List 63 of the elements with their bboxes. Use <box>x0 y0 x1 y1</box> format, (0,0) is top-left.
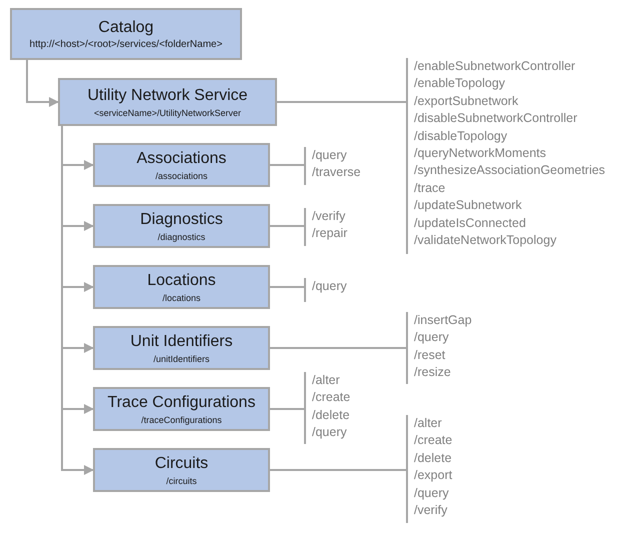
operation-name: /trace <box>414 180 446 197</box>
connector-line <box>270 164 304 166</box>
connector-line <box>270 408 304 410</box>
operation-name: /updateIsConnected <box>414 214 527 232</box>
arrow <box>26 60 59 107</box>
resource-path: /locations <box>162 292 201 304</box>
unit-identifiers-box <box>93 326 270 370</box>
circuits-box <box>93 448 270 492</box>
catalog-box <box>10 8 242 60</box>
operation-name: /export <box>414 467 454 484</box>
operation-name: /reset <box>414 346 446 364</box>
operation-name: /query <box>312 147 348 164</box>
resource-title: Circuits <box>154 454 208 472</box>
resource-title: Locations <box>147 270 216 290</box>
resource-path: /diagnostics <box>158 230 206 242</box>
operation-name: /insertGap <box>414 312 473 329</box>
operation-name: /enableSubnetworkController <box>414 58 576 75</box>
operation-name: /enableTopology <box>414 75 506 92</box>
operation-name: /create <box>414 432 454 450</box>
operation-name: /updateSubnetwork <box>414 197 523 214</box>
operation-name: /disableTopology <box>414 128 508 145</box>
resource-title: Catalog <box>98 18 154 36</box>
operation-name: /traverse <box>312 164 362 182</box>
operation-name: /resize <box>414 364 452 382</box>
operation-name: /synthesizeAssociationGeometries <box>414 162 606 180</box>
operation-name: /exportSubnetwork <box>414 92 520 110</box>
resource-path: <serviceName>/UtilityNetworkServer <box>94 106 242 118</box>
resource-title: Diagnostics <box>140 210 223 228</box>
resource-path: /unitIdentifiers <box>153 352 210 364</box>
operation-name: /alter <box>312 372 341 389</box>
connector-line <box>270 286 304 288</box>
arrow <box>61 126 94 475</box>
resource-path: http://<host>/<root>/services/<folderName> <box>30 38 222 50</box>
diagnostics-box <box>93 204 270 248</box>
resource-path: /associations <box>155 170 208 182</box>
connector-line <box>277 101 406 103</box>
connector-line <box>270 347 406 349</box>
resource-title: Unit Identifiers <box>130 332 233 350</box>
operation-name: /validateNetworkTopology <box>414 232 558 250</box>
operation-name: /verify <box>414 502 448 520</box>
operation-name: /delete <box>414 450 453 467</box>
resource-title: Trace Configurations <box>108 392 256 412</box>
operation-name: /verify <box>312 208 346 225</box>
resource-title: Associations <box>136 148 226 168</box>
operation-name: /delete <box>312 406 351 424</box>
operation-name: /query <box>414 329 450 346</box>
operation-name: /disableSubnetworkController <box>414 110 578 128</box>
resource-path: /circuits <box>166 474 197 486</box>
service-box <box>58 78 277 126</box>
resource-title: Utility Network Service <box>87 86 248 104</box>
associations-box <box>93 143 270 187</box>
operation-name: /queryNetworkMoments <box>414 145 547 162</box>
connector-line <box>270 469 406 471</box>
operation-name: /alter <box>414 415 443 432</box>
trace-configurations-box <box>93 387 270 431</box>
connector-line <box>270 225 304 227</box>
operation-name: /query <box>312 424 348 442</box>
operation-name: /create <box>312 389 352 406</box>
operation-name: /query <box>414 484 450 502</box>
operation-name: /query <box>312 278 348 295</box>
locations-box <box>93 265 270 309</box>
operation-name: /repair <box>312 225 348 242</box>
resource-path: /traceConfigurations <box>141 414 222 426</box>
